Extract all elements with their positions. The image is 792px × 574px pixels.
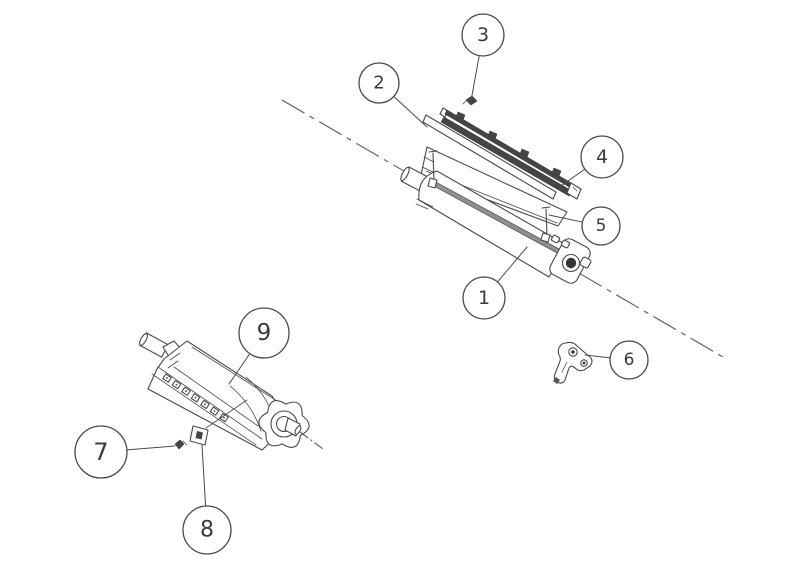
callout-balloon-9-cutterhead bbox=[238, 307, 290, 359]
part-cutterhead bbox=[139, 332, 324, 451]
callout-balloon-3-clamp-screw bbox=[461, 13, 505, 57]
callout-leader-8 bbox=[201, 444, 207, 507]
callout-balloon-2-chipbreaker-bar bbox=[358, 62, 400, 104]
callout-number-8: 8 bbox=[200, 518, 214, 543]
part-clamp-screw bbox=[462, 95, 478, 106]
callout-balloon-1-feed-roller-assembly bbox=[462, 276, 506, 320]
callout-leader-5 bbox=[548, 214, 583, 223]
callout-number-9: 9 bbox=[257, 320, 272, 346]
callout-leader-9 bbox=[228, 353, 251, 385]
knife-inserts bbox=[162, 373, 229, 423]
callout-number-6: 6 bbox=[624, 350, 635, 370]
callout-number-4: 4 bbox=[596, 146, 608, 168]
callout-layer: 1 2 3 4 5 6 7 8 9 bbox=[74, 13, 649, 555]
part-lifter-lever bbox=[553, 341, 593, 384]
callout-balloon-5-pressure-screw bbox=[581, 206, 621, 246]
callout-number-7: 7 bbox=[93, 438, 108, 466]
callout-number-1: 1 bbox=[478, 287, 490, 309]
part-chipbreaker-bar bbox=[420, 114, 568, 227]
callout-number-3: 3 bbox=[477, 24, 489, 46]
callout-leader-1 bbox=[497, 246, 528, 283]
part-knife-gib bbox=[189, 399, 248, 446]
part-pressure-screw bbox=[540, 206, 551, 243]
callout-leader-2 bbox=[393, 96, 428, 128]
part-clamp-bar bbox=[439, 107, 582, 200]
callout-leader-3 bbox=[470, 55, 480, 102]
part-feed-roller bbox=[400, 150, 592, 284]
callout-balloon-6-lifter-lever bbox=[609, 340, 649, 380]
callout-balloon-8-knife-gib bbox=[182, 505, 232, 555]
callout-number-2: 2 bbox=[373, 73, 384, 94]
callout-balloon-4-clamp-bar bbox=[580, 135, 624, 179]
callout-leader-6 bbox=[584, 354, 611, 359]
part-gib-screw bbox=[174, 439, 188, 450]
callout-balloon-7-gib-screw bbox=[74, 425, 128, 479]
callout-leader-4 bbox=[560, 168, 586, 187]
callout-leader-7 bbox=[126, 445, 176, 451]
callout-number-5: 5 bbox=[596, 216, 607, 236]
